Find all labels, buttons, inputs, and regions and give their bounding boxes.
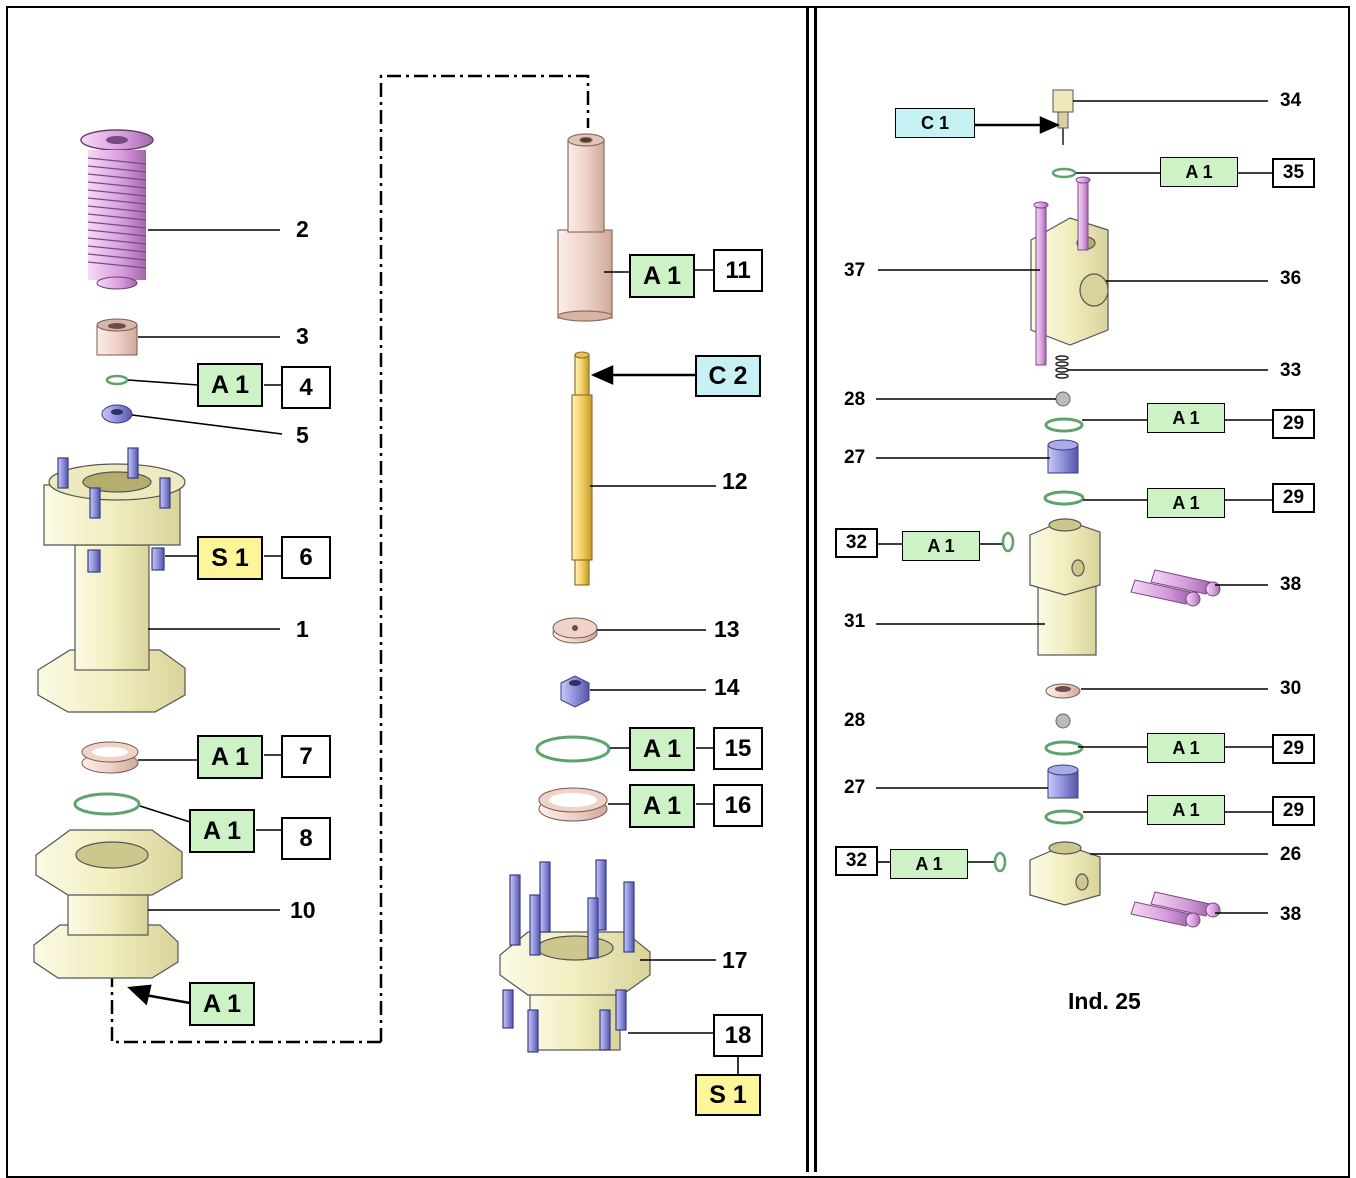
ring-part-16 xyxy=(538,787,608,822)
tag-c2-part-12: C 2 xyxy=(695,355,761,397)
part-box-4: 4 xyxy=(281,366,331,409)
part-label-1: 1 xyxy=(296,616,309,642)
body-part-26 xyxy=(1029,841,1101,906)
arrows xyxy=(127,116,1061,1006)
leader-lines xyxy=(127,100,1272,1076)
part-label-27b: 27 xyxy=(844,777,866,798)
ball-part-28a xyxy=(1055,391,1071,407)
part-box-6: 6 xyxy=(281,536,331,579)
part-label-27a: 27 xyxy=(844,447,866,468)
panel-divider-right xyxy=(814,6,817,1172)
shaft-part-12 xyxy=(571,351,593,586)
part-label-13: 13 xyxy=(714,616,740,642)
part-label-34: 34 xyxy=(1280,90,1302,111)
part-box-29d: 29 xyxy=(1272,796,1315,826)
screws-part-38b xyxy=(1130,891,1221,928)
ring-part-7 xyxy=(81,741,139,774)
tag-c1-part-34: C 1 xyxy=(895,108,975,138)
oring-part-29a xyxy=(1044,417,1084,433)
tag-a1-part-15: A 1 xyxy=(629,727,695,771)
part-label-3: 3 xyxy=(296,323,309,349)
part-label-33: 33 xyxy=(1280,360,1302,381)
oring-part-35 xyxy=(1051,167,1077,179)
tag-a1-part-8: A 1 xyxy=(189,809,255,853)
part-label-5: 5 xyxy=(296,422,309,448)
sleeve-part-11 xyxy=(557,133,613,322)
ball-part-28b xyxy=(1055,713,1071,729)
part-label-38b: 38 xyxy=(1280,904,1302,925)
part-label-36: 36 xyxy=(1280,268,1302,289)
body-part-1 xyxy=(37,447,186,713)
part-box-18: 18 xyxy=(713,1014,763,1057)
part-label-17: 17 xyxy=(722,947,748,973)
part-box-8: 8 xyxy=(281,817,331,860)
flange-part-17 xyxy=(499,859,651,1053)
tag-a1-part-29d: A 1 xyxy=(1147,795,1225,825)
tag-a1-part-29a: A 1 xyxy=(1147,403,1225,433)
part-box-16: 16 xyxy=(713,784,763,827)
spring-part-33 xyxy=(1055,355,1069,379)
part-box-32a: 32 xyxy=(835,528,878,558)
disc-part-13 xyxy=(552,617,598,644)
flange-part-10 xyxy=(33,829,183,979)
panel-divider-left xyxy=(806,6,809,1172)
tag-s1-part-6: S 1 xyxy=(197,536,263,580)
tag-a1-part-16: A 1 xyxy=(629,784,695,828)
tag-a1-part-29b: A 1 xyxy=(1147,488,1225,518)
oring-part-32a xyxy=(1001,531,1015,553)
oring-part-8 xyxy=(73,792,141,816)
part-label-2: 2 xyxy=(296,216,309,242)
part-label-31: 31 xyxy=(844,611,866,632)
body-part-31 xyxy=(1029,518,1101,656)
tag-a1-part-29c: A 1 xyxy=(1147,733,1225,763)
tag-a1-part-11: A 1 xyxy=(629,254,695,298)
oring-part-4 xyxy=(105,374,129,386)
block-part-36 xyxy=(1030,217,1109,346)
oring-part-29b xyxy=(1043,490,1085,506)
part-box-29b: 29 xyxy=(1272,483,1315,513)
spring-part-2 xyxy=(80,129,154,290)
part-label-12: 12 xyxy=(722,468,748,494)
part-label-37: 37 xyxy=(844,260,866,281)
bushing-part-3 xyxy=(96,318,138,356)
part-box-32b: 32 xyxy=(835,846,878,876)
part-label-26: 26 xyxy=(1280,844,1302,865)
part-box-11: 11 xyxy=(713,249,763,292)
seat-part-27b xyxy=(1047,764,1079,799)
screws-part-38a xyxy=(1130,569,1221,607)
part-box-29c: 29 xyxy=(1272,734,1315,764)
part-label-10: 10 xyxy=(290,897,316,923)
tag-a1-part-32a: A 1 xyxy=(902,531,980,561)
tag-a1-part-32b: A 1 xyxy=(890,849,968,879)
tag-a1-part-4: A 1 xyxy=(197,363,263,407)
part-label-28a: 28 xyxy=(844,389,866,410)
part-box-29a: 29 xyxy=(1272,409,1315,439)
part-box-7: 7 xyxy=(281,735,331,778)
valve-part-34 xyxy=(1052,89,1074,145)
tag-s1-part-18: S 1 xyxy=(695,1074,761,1116)
part-label-28b: 28 xyxy=(844,710,866,731)
dash-dot-flow-line xyxy=(110,74,590,1044)
tag-a1-part-10: A 1 xyxy=(189,982,255,1026)
part-box-15: 15 xyxy=(713,727,763,770)
ring-part-5 xyxy=(101,404,133,424)
part-label-30: 30 xyxy=(1280,678,1302,699)
disc-part-30 xyxy=(1045,683,1081,699)
oring-part-29c xyxy=(1044,740,1084,756)
oring-part-15 xyxy=(535,735,611,763)
screw-part-37 xyxy=(1033,176,1091,366)
figure-caption: Ind. 25 xyxy=(1068,988,1141,1014)
oring-part-29d xyxy=(1044,809,1084,825)
part-label-14: 14 xyxy=(714,674,740,700)
tag-a1-part-35: A 1 xyxy=(1160,157,1238,187)
seat-part-27a xyxy=(1047,439,1079,474)
part-box-35: 35 xyxy=(1272,158,1315,188)
part-label-38a: 38 xyxy=(1280,574,1302,595)
oring-part-32b xyxy=(993,851,1007,873)
tag-a1-part-7: A 1 xyxy=(197,735,263,779)
nut-part-14 xyxy=(560,675,590,708)
